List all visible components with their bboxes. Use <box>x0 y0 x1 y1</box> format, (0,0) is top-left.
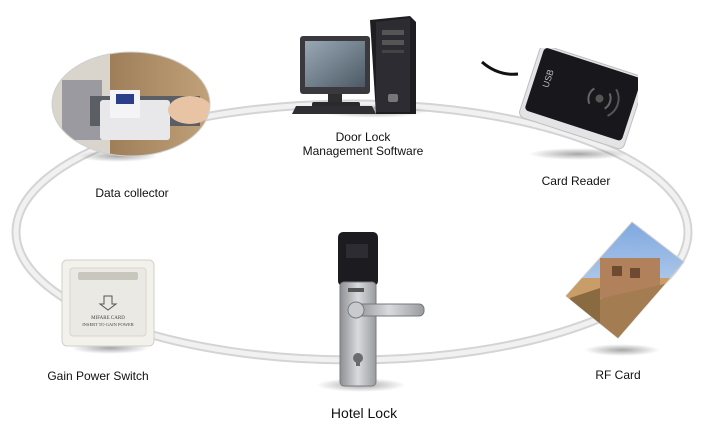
software-label: Door Lock Management Software <box>293 130 433 158</box>
card-shadow <box>584 344 660 356</box>
collector-label: Data collector <box>95 186 169 200</box>
reader-label: Card Reader <box>541 174 611 188</box>
switch-text-2: INSERT TO GAIN POWER <box>82 322 134 327</box>
computer-icon <box>292 16 416 114</box>
switch-text-1: MIFARE CARD <box>91 316 125 321</box>
hotel-lock-icon <box>338 232 425 387</box>
software-label-line2: Management Software <box>302 144 424 158</box>
software-label-line1: Door Lock <box>335 130 391 144</box>
switch-label: Gain Power Switch <box>47 369 149 383</box>
rf-card-icon <box>565 221 685 339</box>
card-reader-icon: USB <box>481 48 638 150</box>
card-label: RF Card <box>595 368 641 382</box>
power-switch-icon: MIFARE CARD INSERT TO GAIN POWER <box>61 259 155 347</box>
lock-label: Hotel Lock <box>330 405 398 421</box>
data-collector-icon <box>51 51 211 157</box>
reader-shadow <box>528 148 628 160</box>
